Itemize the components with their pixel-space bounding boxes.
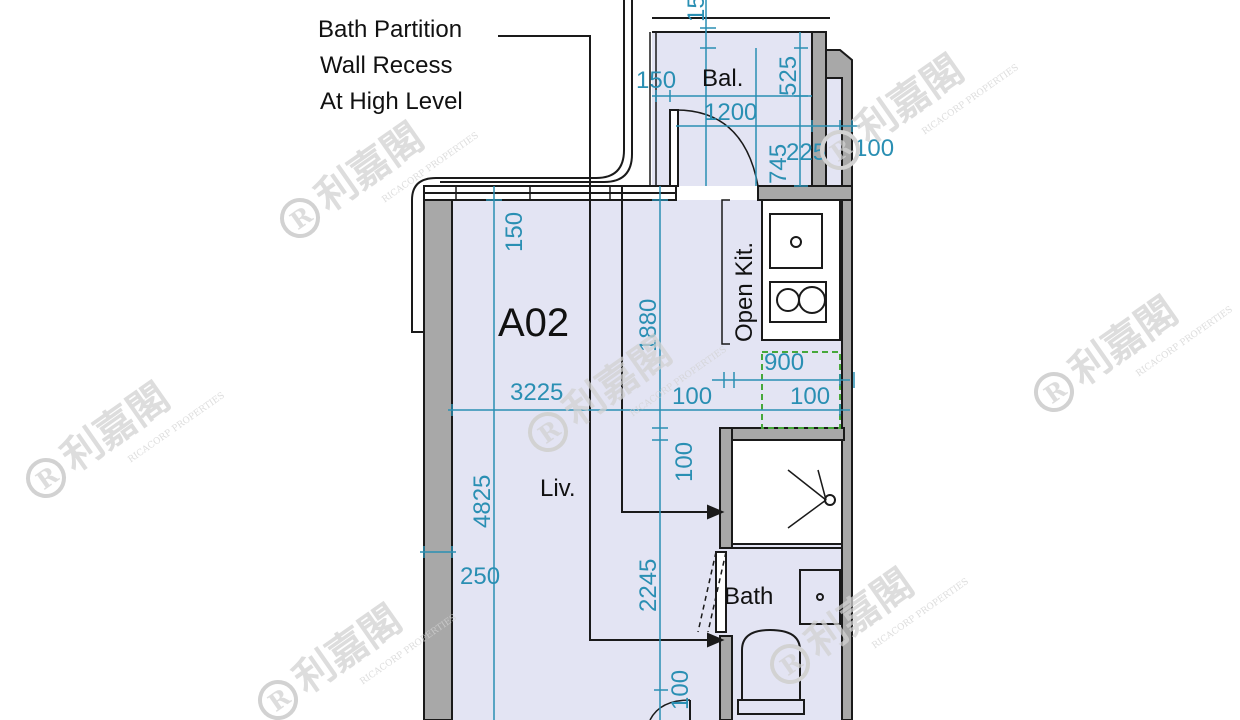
bath-fixtures	[649, 439, 843, 720]
dim-top-15: 15	[683, 0, 710, 22]
dim-bal-225: 225	[786, 139, 826, 166]
dim-total-4825: 4825	[469, 475, 496, 528]
dim-bal-1200: 1200	[704, 99, 757, 126]
watermark-2-name: 利嘉閣	[847, 46, 972, 153]
dim-width-3225: 3225	[510, 379, 563, 406]
balcony-door	[669, 109, 759, 187]
annotation-line-2: Wall Recess	[320, 52, 452, 79]
watermark-1-name: 利嘉閣	[307, 114, 432, 221]
walls	[423, 31, 853, 720]
annotation-line-1: Bath Partition	[318, 16, 462, 43]
dim-bottom-100: 100	[667, 670, 694, 710]
dim-bal-745: 745	[765, 144, 792, 184]
watermark-3-name: 利嘉閣	[53, 374, 178, 481]
dim-depth-1880: 1880	[635, 299, 662, 352]
dim-kit-100a: 100	[672, 383, 712, 410]
dim-bal-150: 150	[636, 67, 676, 94]
leader-lines	[498, 35, 725, 648]
room-label-living: Liv.	[540, 475, 576, 502]
dimension-lines	[420, 0, 860, 720]
room-label-bath: Bath	[724, 583, 773, 610]
dim-bath-2245: 2245	[635, 559, 662, 612]
room-label-kitchen: Open Kit.	[731, 242, 758, 342]
dim-wall-250: 250	[460, 563, 500, 590]
annotation-line-3: At High Level	[320, 88, 463, 115]
room-label-balcony: Bal.	[702, 65, 743, 92]
dim-kit-900: 900	[764, 349, 804, 376]
dimension-labels: 15 150 525 1200 745 225 100 150 1880 900…	[460, 0, 894, 710]
facade-lines	[411, 0, 830, 333]
room-labels: A02 Bal. Open Kit. Liv. Bath	[498, 65, 773, 610]
watermark-4: R 利嘉閣 RICACORP PROPERTIES	[1034, 288, 1235, 412]
dim-kit-100b: 100	[790, 383, 830, 410]
dim-bal-525: 525	[775, 56, 802, 96]
watermark-3: R 利嘉閣 RICACORP PROPERTIES	[26, 374, 227, 498]
kitchen-fixtures	[721, 199, 841, 429]
watermark-4-name: 利嘉閣	[1061, 288, 1186, 395]
unit-label: A02	[498, 301, 569, 345]
dim-top-150: 150	[501, 212, 528, 252]
annotation-note: Bath Partition Wall Recess At High Level	[318, 16, 463, 115]
watermark-6-name: 利嘉閣	[285, 596, 410, 703]
dim-liv-100: 100	[671, 442, 698, 482]
dim-bal-100: 100	[854, 135, 894, 162]
windows	[455, 186, 611, 200]
